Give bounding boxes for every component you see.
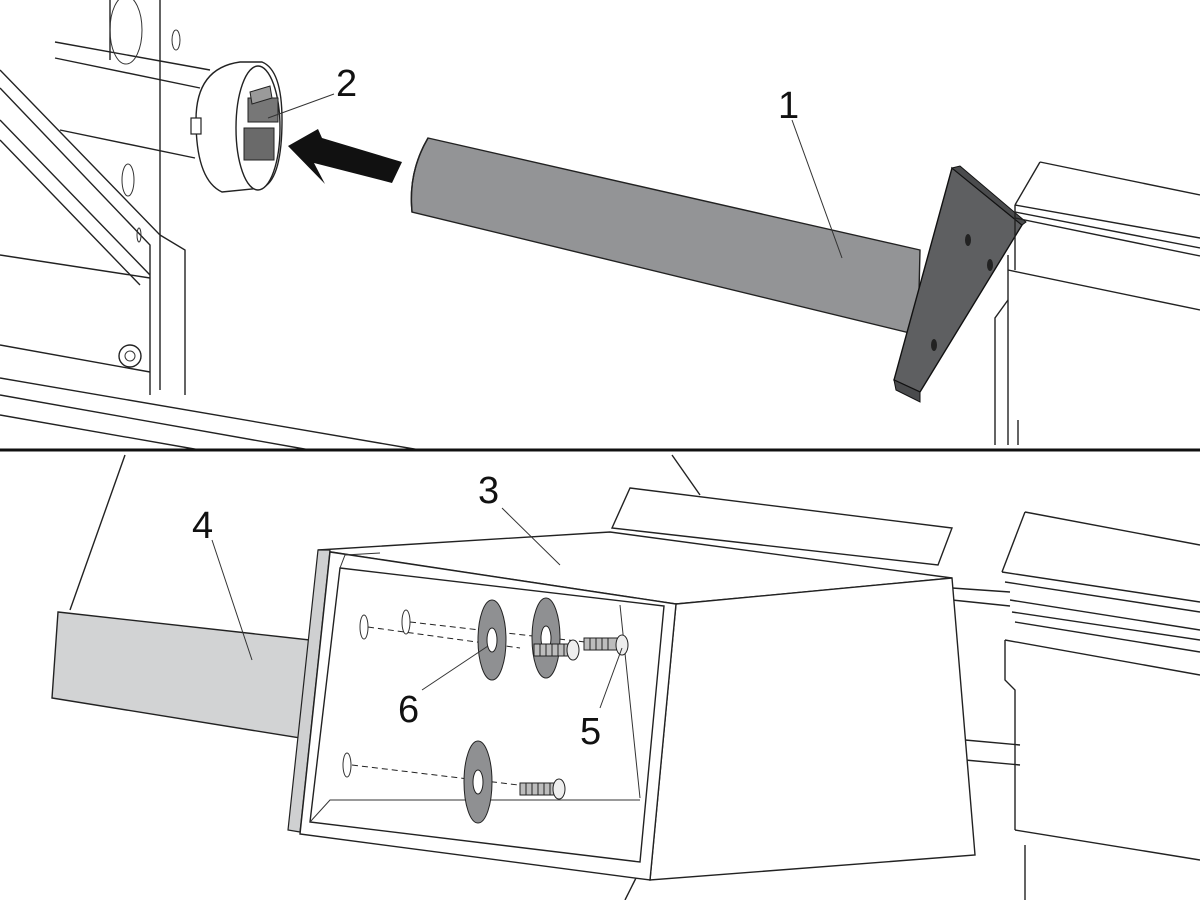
leader-line-2	[267, 93, 335, 119]
leader-line-4	[211, 539, 253, 661]
machine-body-right	[994, 161, 1200, 445]
callout-2: 2	[336, 63, 357, 105]
callout-1: 1	[778, 85, 799, 127]
support-tube	[410, 137, 921, 336]
nut-icon	[118, 344, 142, 368]
callout-6: 6	[398, 689, 419, 731]
callout-5: 5	[580, 711, 601, 753]
washer	[463, 740, 493, 824]
bolt	[533, 639, 580, 661]
bolt	[583, 634, 629, 656]
stub-arm	[51, 611, 311, 739]
top-panel: 1 2	[0, 0, 1200, 451]
shaft-collar	[190, 61, 283, 193]
bottom-panel: 3 4 5 6	[51, 454, 1200, 900]
callout-3: 3	[478, 470, 499, 512]
mounting-hole	[342, 752, 352, 778]
leader-line-5	[599, 647, 623, 709]
washer	[531, 597, 561, 679]
leader-line-1	[791, 119, 843, 259]
insert-direction-arrow	[288, 129, 402, 184]
machine-body-right-lower	[1001, 511, 1200, 900]
leader-line-3	[501, 507, 561, 566]
leader-line-6	[421, 645, 489, 691]
box-housing	[287, 531, 976, 881]
mounting-bracket	[893, 165, 1027, 403]
bolt	[519, 778, 566, 800]
callout-4: 4	[192, 505, 213, 547]
machine-frame-left	[0, 0, 421, 451]
washer	[477, 599, 507, 681]
